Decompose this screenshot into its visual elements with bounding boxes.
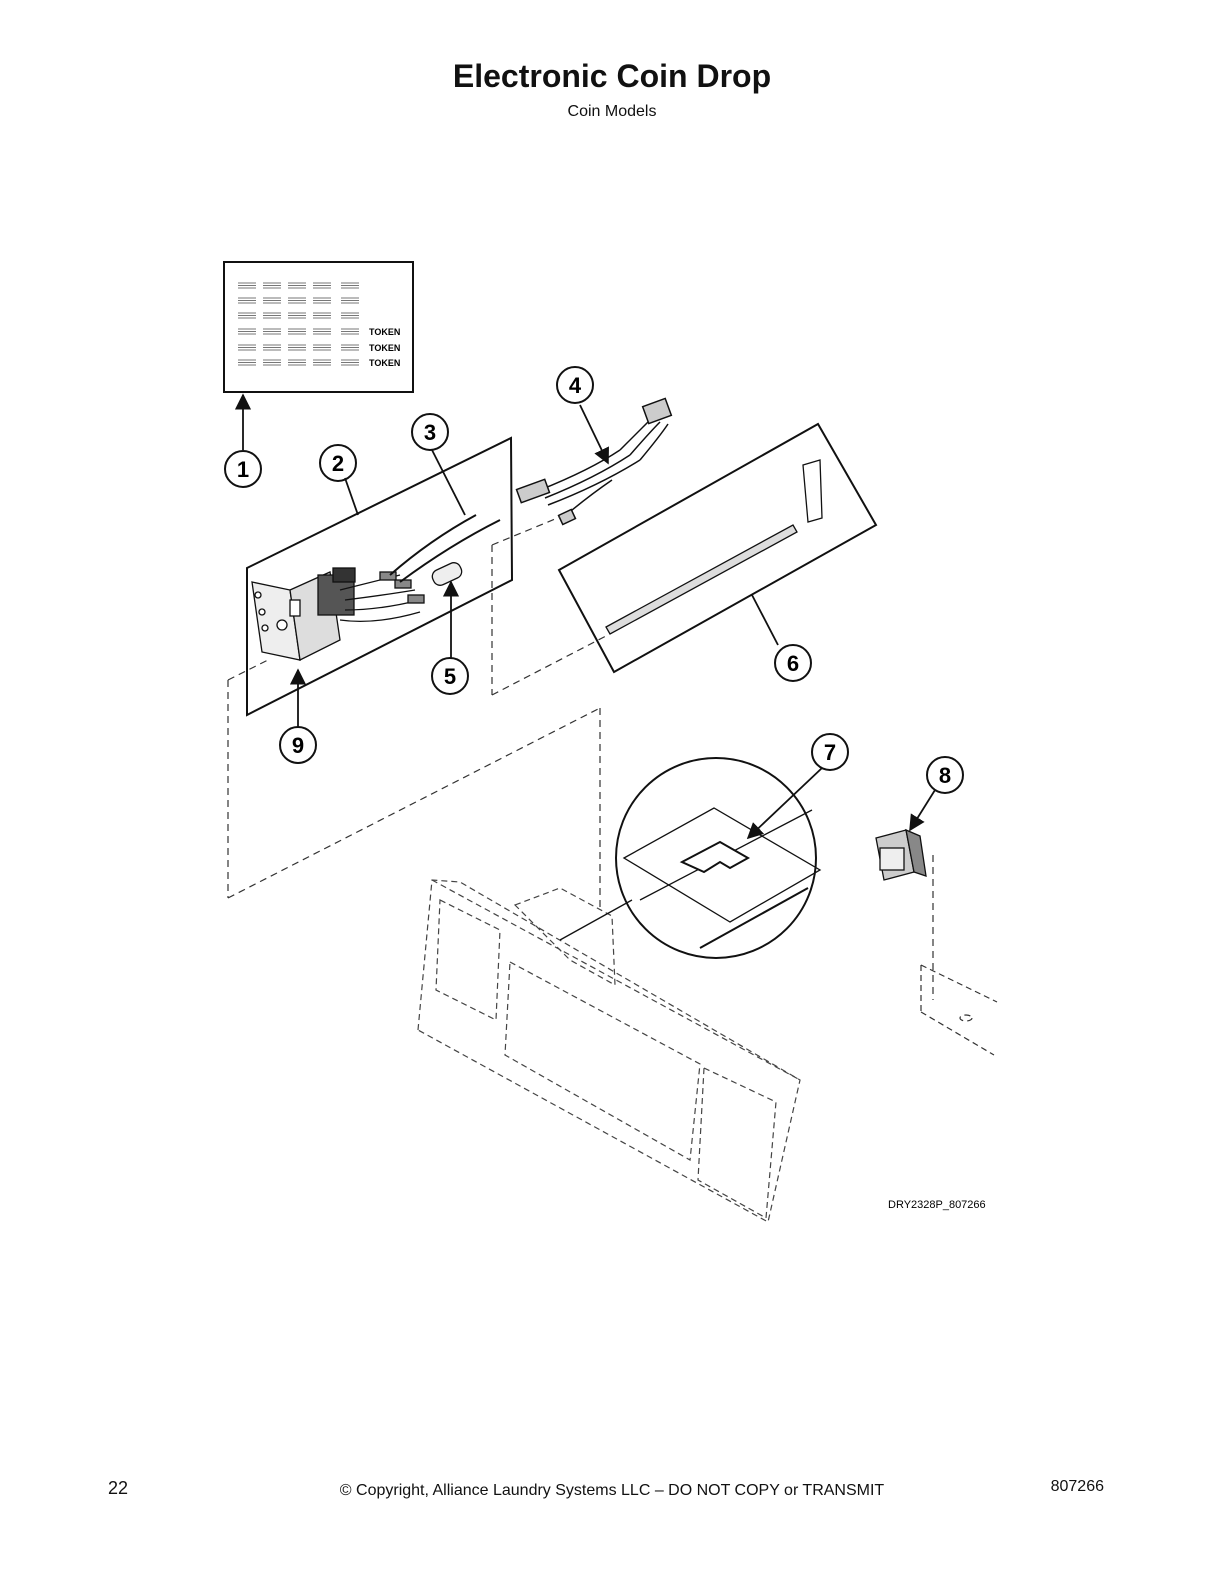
callout-4: 4 [556, 366, 594, 404]
document-number: 807266 [1050, 1478, 1104, 1495]
callouts: 1 2 3 4 5 6 7 8 9 [224, 366, 964, 794]
coin-rod-panel [557, 422, 878, 674]
callout-2: 2 [319, 444, 357, 482]
page-title: Electronic Coin Drop [452, 58, 772, 94]
callout-6: 6 [774, 644, 812, 682]
callout-7: 7 [811, 733, 849, 771]
leader-lines [234, 393, 936, 840]
callout-number: 6 [787, 651, 799, 676]
wire-lead-3 [389, 514, 477, 576]
control-panel-console [417, 879, 801, 1223]
callout-3: 3 [411, 413, 449, 451]
callout-number: 8 [939, 763, 951, 788]
callout-9: 9 [279, 726, 317, 764]
electronic-module [875, 828, 927, 881]
coin-mechanism [251, 567, 425, 661]
callout-8: 8 [926, 756, 964, 794]
callout-1: 1 [224, 450, 262, 488]
callout-number: 2 [332, 451, 344, 476]
token-label-2: TOKEN [369, 343, 400, 353]
copyright-notice: © Copyright, Alliance Laundry Systems LL… [339, 1482, 885, 1499]
wire-harness [515, 397, 673, 526]
callout-number: 7 [824, 740, 836, 765]
coin-drop-panel [246, 436, 514, 717]
module-mount-area [920, 964, 998, 1056]
token-decal: TOKEN TOKEN TOKEN [223, 261, 414, 393]
token-label-3: TOKEN [369, 358, 400, 368]
callout-number: 4 [569, 373, 582, 398]
page-number: 22 [108, 1478, 129, 1498]
callout-number: 9 [292, 733, 304, 758]
wire-lead-3b [399, 519, 501, 583]
callout-5: 5 [431, 657, 469, 695]
drawing-reference: DRY2328P_807266 [888, 1199, 986, 1211]
ferrite-bead [431, 562, 463, 586]
page-subtitle: Coin Models [567, 103, 657, 120]
detail-view-circle [559, 757, 822, 959]
assembly-guide-lines [227, 516, 934, 1000]
callout-number: 5 [444, 664, 456, 689]
callout-number: 1 [237, 457, 249, 482]
token-label-1: TOKEN [369, 327, 400, 337]
callout-number: 3 [424, 420, 436, 445]
decal-text-lines [238, 282, 359, 366]
